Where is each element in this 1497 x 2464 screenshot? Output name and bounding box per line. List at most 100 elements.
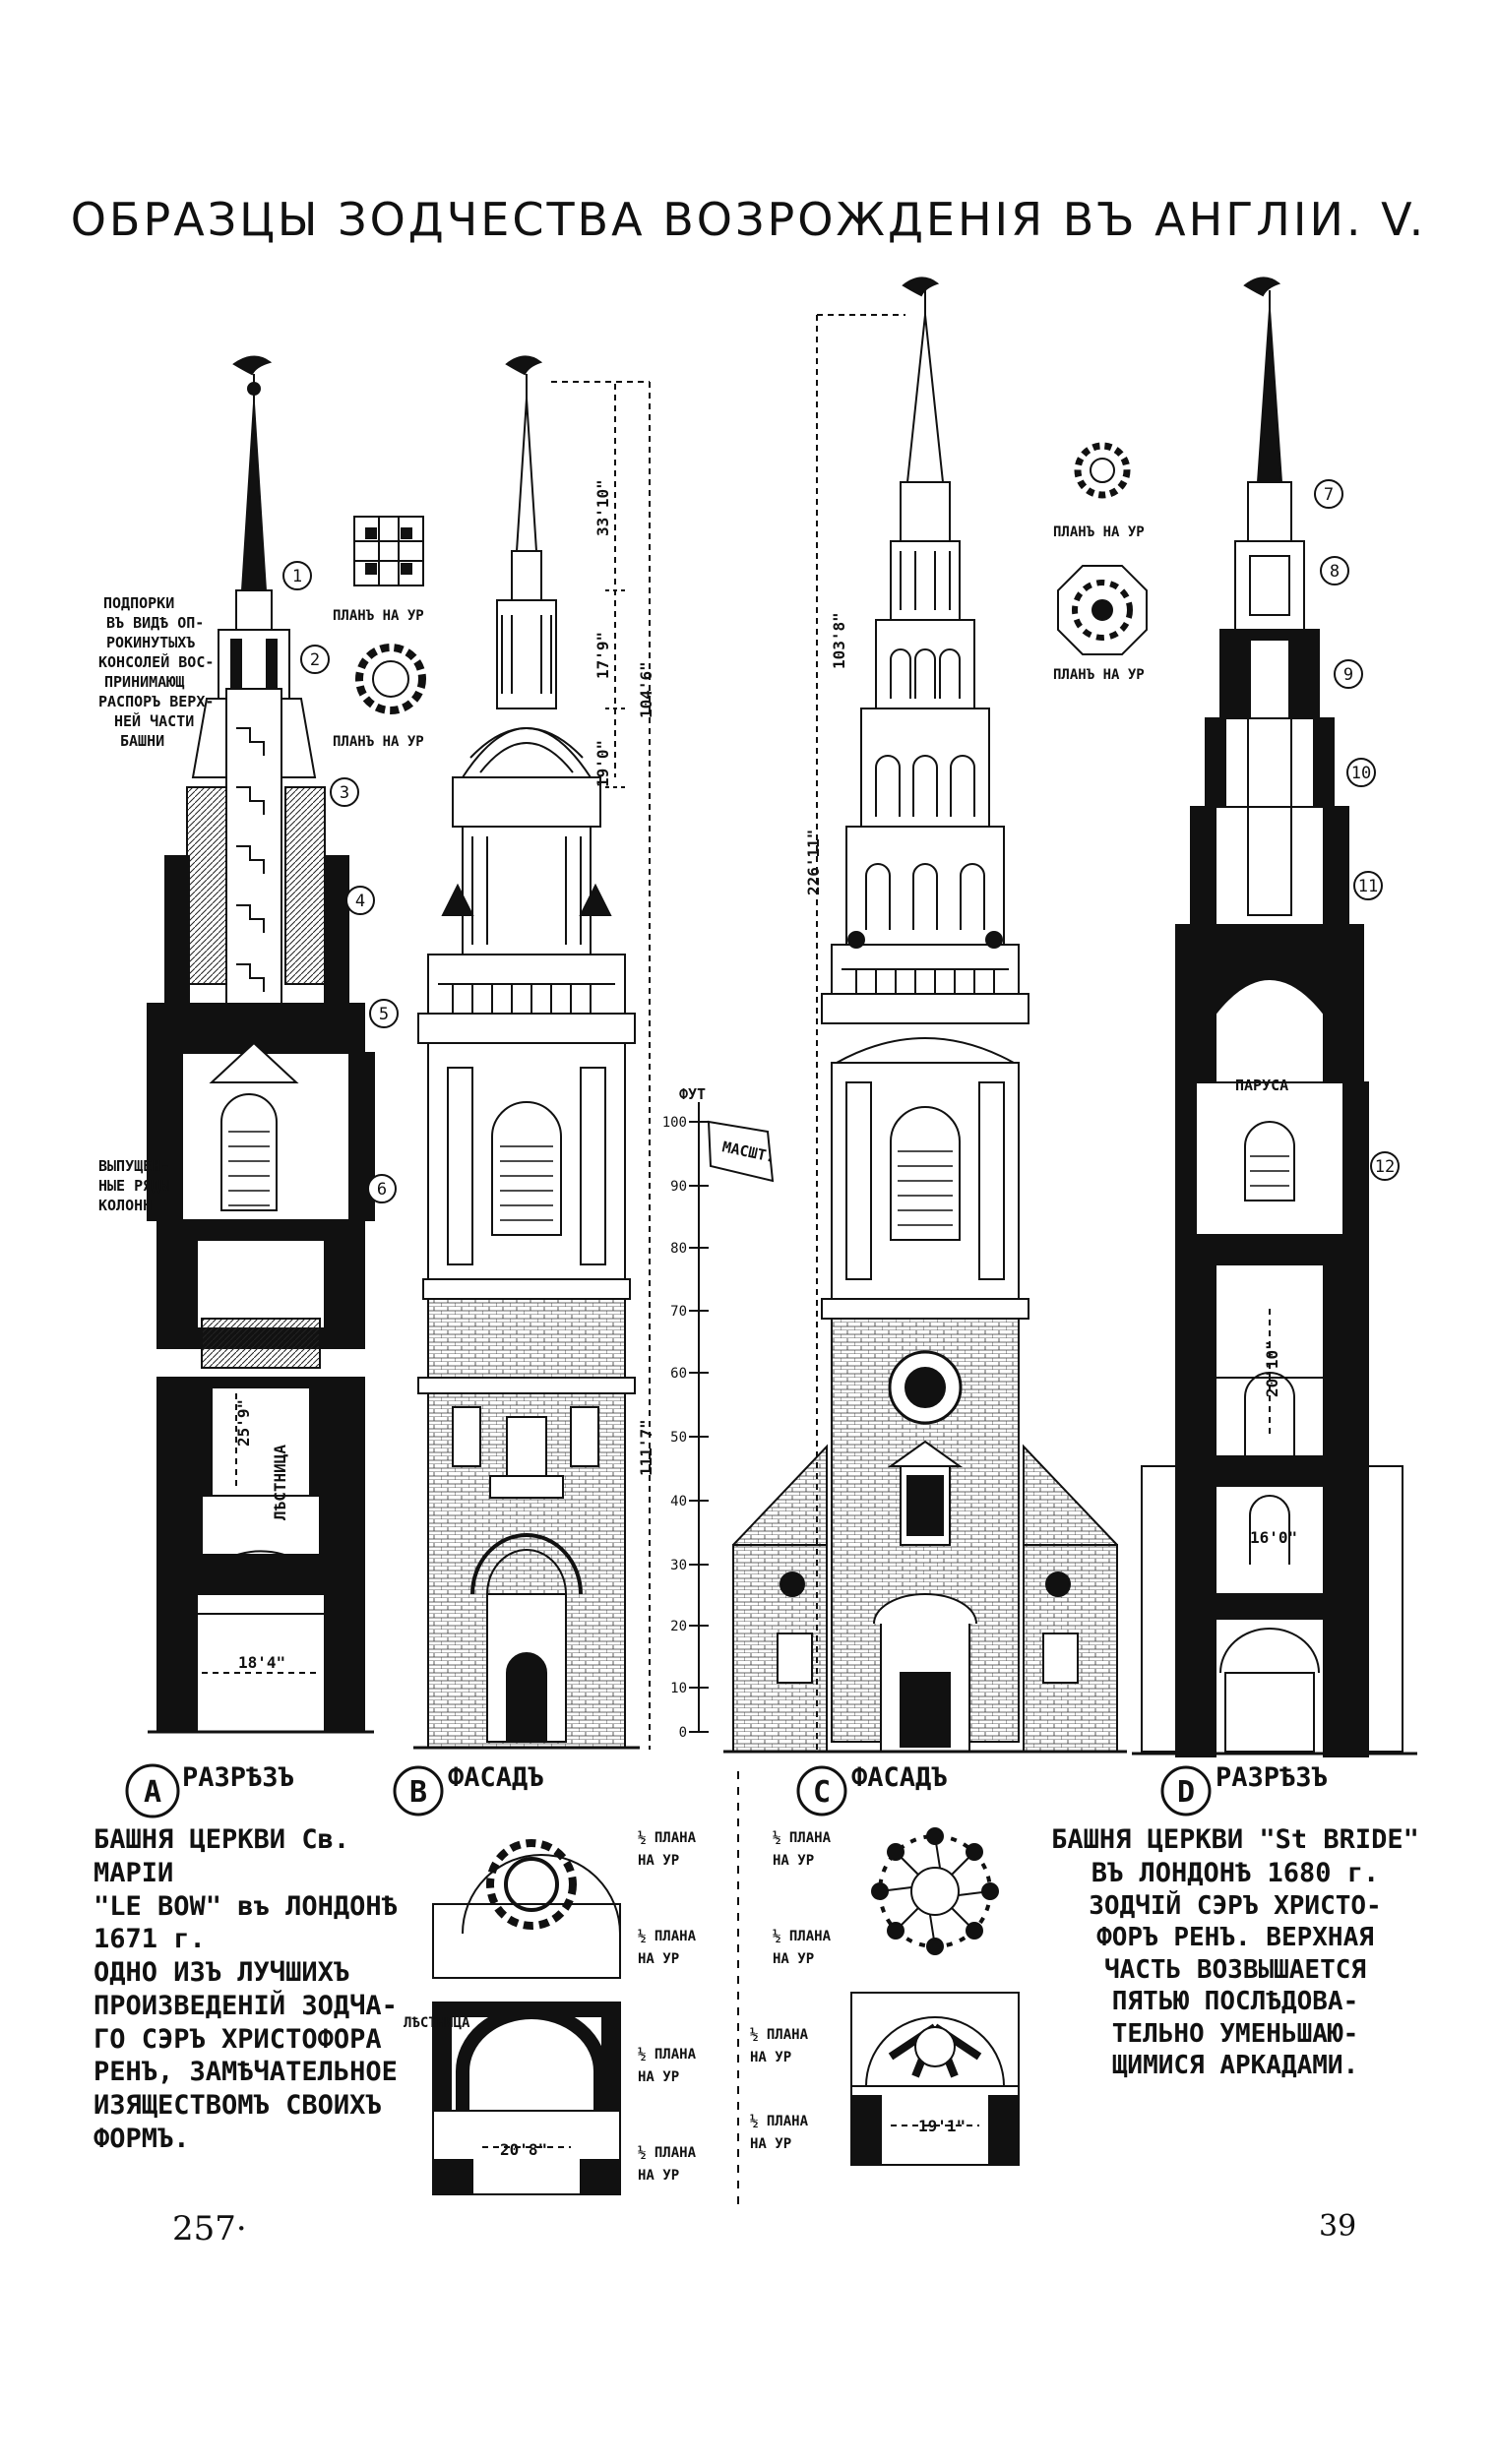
- marker-5: 5: [379, 1005, 389, 1024]
- sail-label: ПАРУСА: [1235, 1077, 1288, 1094]
- svg-text:70: 70: [670, 1304, 687, 1320]
- svg-text:½ ПЛАНА: ½ ПЛАНА: [638, 1929, 697, 1944]
- svg-text:НА УР: НА УР: [638, 2168, 679, 2184]
- tower-d-letter: D: [1177, 1775, 1195, 1810]
- svg-text:50: 50: [670, 1430, 687, 1446]
- svg-text:100: 100: [662, 1115, 687, 1131]
- scale-unit: ФУТ: [679, 1085, 706, 1103]
- svg-text:½ ПЛАНА: ½ ПЛАНА: [773, 1929, 832, 1944]
- tower-letters: [125, 1763, 1212, 1818]
- tower-c-facade: [723, 277, 1127, 1754]
- svg-text:40: 40: [670, 1494, 687, 1509]
- svg-text:ПЛАНЪ НА УР: ПЛАНЪ НА УР: [1053, 667, 1145, 683]
- svg-text:103'8": 103'8": [830, 612, 848, 669]
- svg-text:80: 80: [670, 1241, 687, 1257]
- half-plan-level-12: [850, 2085, 1020, 2166]
- half-plan-level-5: [432, 2002, 621, 2112]
- svg-text:90: 90: [670, 1179, 687, 1195]
- svg-text:ПЛАНЪ НА УР: ПЛАНЪ НА УР: [333, 608, 424, 624]
- half-plan-level-6: [432, 2110, 621, 2195]
- svg-text:226'11": 226'11": [804, 830, 823, 895]
- half-plan-level-3: [432, 1839, 621, 1979]
- svg-text:НА УР: НА УР: [750, 2136, 791, 2152]
- caption-a-line-1: ОДНО ИЗЪ ЛУЧШИХЪ: [94, 1957, 350, 1988]
- svg-text:НА УР: НА УР: [750, 2050, 791, 2065]
- svg-text:20'8": 20'8": [500, 2140, 547, 2159]
- scale-bar: [689, 1102, 775, 1733]
- supports-note: ПОДПОРКИ ВЪ ВИДѢ ОП- РОКИНУТЫХЪ КОНСОЛЕЙ…: [98, 594, 214, 750]
- tower-d-label: РАЗРѢЗЪ: [1216, 1762, 1328, 1793]
- svg-text:НА УР: НА УР: [638, 2069, 679, 2085]
- caption-d-title-1: БАШНЯ ЦЕРКВИ "St BRIDE": [1051, 1824, 1419, 1855]
- svg-text:20'10": 20'10": [1263, 1340, 1281, 1397]
- svg-text:ПРИНИМАЮЩ: ПРИНИМАЮЩ: [104, 673, 184, 691]
- caption-a-line-4: РЕНЪ, ЗАМѢЧАТЕЛЬНОЕ: [94, 2057, 398, 2088]
- marker-11: 11: [1358, 877, 1378, 896]
- level-markers: [282, 479, 1400, 1203]
- svg-text:16'0": 16'0": [1250, 1528, 1297, 1547]
- page-number-right: 39: [1319, 2209, 1357, 2244]
- tower-a-section: [147, 355, 375, 1734]
- svg-text:НЫЕ РЯДЫ: НЫЕ РЯДЫ: [98, 1177, 169, 1195]
- svg-text:НА УР: НА УР: [773, 1853, 814, 1869]
- svg-text:НА УР: НА УР: [773, 1951, 814, 1967]
- marker-7: 7: [1324, 485, 1334, 505]
- svg-text:БАШНИ: БАШНИ: [120, 732, 164, 750]
- tower-a-letter: A: [144, 1775, 161, 1810]
- svg-text:20: 20: [670, 1619, 687, 1634]
- caption-tower-d: БАШНЯ ЦЕРКВИ "St BRIDE" ВЪ ЛОНДОНѢ 1680 …: [1043, 1823, 1427, 2082]
- svg-text:ПОДПОРКИ: ПОДПОРКИ: [103, 594, 174, 612]
- caption-d-line-4: ПЯТЬЮ ПОСЛѢДОВА-: [1111, 1987, 1359, 2016]
- caption-a-title-1: БАШНЯ ЦЕРКВИ Св. МАРІИ: [94, 1824, 350, 1888]
- svg-text:17'9": 17'9": [593, 632, 612, 679]
- tower-c-letter: C: [813, 1775, 831, 1810]
- marker-9: 9: [1343, 665, 1353, 685]
- svg-text:НА УР: НА УР: [638, 1951, 679, 1967]
- svg-text:КОНСОЛЕЙ ВОС-: КОНСОЛЕЙ ВОС-: [98, 652, 214, 671]
- marker-2: 2: [310, 650, 320, 670]
- plan-level-2: [355, 644, 426, 714]
- level-marker-numbers: 1 2 3 4 5 6 7 8 9 10 11 12: [292, 485, 1395, 1200]
- marker-6: 6: [377, 1180, 387, 1200]
- marker-4: 4: [355, 892, 365, 911]
- caption-a-line-5: ИЗЯЩЕСТВОМЪ СВОИХЪ: [94, 2090, 382, 2121]
- page-number-left: 257·: [172, 2209, 247, 2248]
- stair-label-plan: ЛѢСТНИЦА: [404, 2015, 470, 2031]
- caption-d-line-6: ЩИМИСЯ АРКАДАМИ.: [1111, 2051, 1359, 2080]
- svg-text:НА УР: НА УР: [638, 1853, 679, 1869]
- page-title: ОБРАЗЦЫ ЗОДЧЕСТВА ВОЗРОЖДЕНІЯ ВЪ АНГЛІИ.…: [70, 193, 1427, 246]
- marker-8: 8: [1330, 562, 1340, 582]
- svg-text:ВЫПУЩЕН-: ВЫПУЩЕН-: [98, 1157, 169, 1175]
- svg-text:½ ПЛАНА: ½ ПЛАНА: [773, 1830, 832, 1846]
- tower-b-label: ФАСАДЪ: [448, 1762, 544, 1793]
- plan-level-8: [1057, 565, 1148, 655]
- marker-3: 3: [340, 783, 349, 803]
- stair-label-a: ЛѢСТНИЦА: [271, 1445, 289, 1520]
- svg-text:½ ПЛАНА: ½ ПЛАНА: [638, 2047, 697, 2063]
- plan-labels: ПЛАНЪ НА УР ПЛАНЪ НА УР ПЛАНЪ НА УР ПЛАН…: [333, 524, 1145, 2184]
- svg-text:ПЛАНЪ НА УР: ПЛАНЪ НА УР: [1053, 524, 1145, 540]
- marker-10: 10: [1351, 764, 1371, 783]
- tower-d-section: [1132, 277, 1417, 1757]
- svg-text:0: 0: [679, 1725, 687, 1741]
- svg-text:25'9": 25'9": [234, 1399, 253, 1447]
- half-plan-level-10-11: [850, 1992, 1020, 2087]
- caption-d-line-3: ЧАСТЬ ВОЗВЫШАЕТСЯ: [1103, 1954, 1367, 1985]
- dimensions: 25'9" 18'4" 33'10" 17'9" 19'0" 104'6" 11…: [234, 479, 1297, 2159]
- tower-b-facade: [413, 355, 651, 1750]
- caption-a-line-6: ФОРМЪ.: [94, 2123, 190, 2154]
- half-plan-level-9: [871, 1827, 999, 1955]
- svg-text:НЕЙ ЧАСТИ: НЕЙ ЧАСТИ: [114, 711, 194, 730]
- caption-d-line-2: ФОРЪ РЕНЪ. ВЕРХНАЯ: [1096, 1923, 1374, 1952]
- svg-text:104'6": 104'6": [637, 661, 655, 718]
- svg-text:½ ПЛАНА: ½ ПЛАНА: [638, 2145, 697, 2161]
- plan-level-1: [353, 516, 424, 586]
- plan-level-7: [1074, 442, 1131, 499]
- caption-a-title-2: "LE BOW" въ ЛОНДОНѢ 1671 г.: [94, 1890, 398, 1955]
- svg-text:ПЛАНЪ НА УР: ПЛАНЪ НА УР: [333, 734, 424, 750]
- svg-text:19'0": 19'0": [593, 740, 612, 787]
- svg-text:РАСПОРЪ ВЕРХ-: РАСПОРЪ ВЕРХ-: [98, 693, 214, 710]
- tower-a-label: РАЗРѢЗЪ: [182, 1762, 294, 1793]
- svg-text:33'10": 33'10": [593, 479, 612, 536]
